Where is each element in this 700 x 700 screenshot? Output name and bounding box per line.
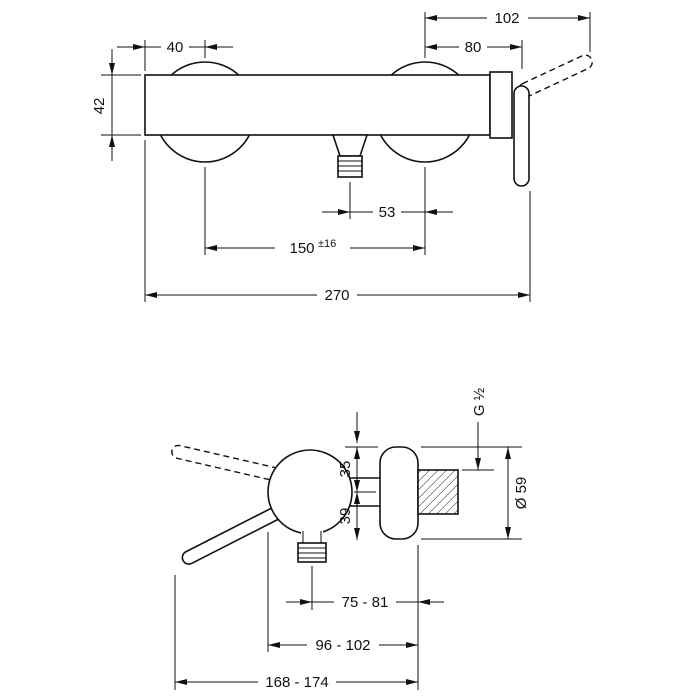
dim-40: 40	[117, 38, 233, 56]
front-view: 102 40 80 42 53	[91, 9, 593, 304]
wall-escutcheon-side	[379, 446, 419, 540]
outlet-spout	[331, 134, 369, 157]
dim-96-102-label: 96 - 102	[315, 637, 370, 654]
label-mask	[307, 636, 379, 654]
dim-thread-label: G ½	[471, 387, 488, 416]
cartridge-end	[489, 71, 513, 139]
hose-outlet-thread-lines	[298, 547, 326, 559]
handle-down	[513, 85, 530, 187]
dim-270: 270	[145, 286, 530, 304]
dim-150-label: 150	[289, 240, 314, 257]
dim-53: 53	[322, 203, 453, 221]
outlet-neck-mask	[301, 530, 323, 543]
dim-40-label: 40	[167, 39, 184, 56]
dim-75-81-label: 75 - 81	[342, 594, 389, 611]
wall-thread	[417, 469, 459, 515]
dim-96-102: 96 - 102	[268, 636, 418, 654]
dim-102: 102	[425, 9, 590, 27]
label-mask	[459, 38, 487, 56]
dim-39-label: 39	[337, 508, 354, 525]
dim-168-174-label: 168 - 174	[265, 674, 328, 691]
side-view: G ½ Ø 59 35 39 75 - 81	[171, 387, 530, 691]
dim-35: 35	[337, 412, 360, 492]
dim-168-174: 168 - 174	[175, 673, 418, 691]
lever-up-dashed	[171, 444, 288, 483]
hose-outlet-neck	[302, 531, 322, 543]
label-mask	[487, 9, 528, 27]
label-mask	[258, 673, 336, 691]
label-mask	[161, 38, 189, 56]
label-mask	[373, 203, 401, 221]
dim-diameter: Ø 59	[505, 447, 530, 539]
label-mask	[334, 593, 396, 611]
dim-150-tolerance: ±16	[318, 238, 336, 250]
dim-102-label: 102	[494, 10, 519, 27]
dim-42: 42	[91, 49, 115, 161]
dim-39: 39	[337, 492, 360, 540]
label-mask	[275, 239, 350, 257]
dim-80-label: 80	[465, 39, 482, 56]
dim-thread: G ½	[471, 387, 488, 470]
dim-150: 150 ±16	[205, 238, 425, 257]
mixer-body	[144, 74, 491, 136]
dim-35-label: 35	[337, 461, 354, 478]
label-mask	[317, 286, 357, 304]
outlet-thread-lines	[338, 160, 362, 172]
dim-80: 80	[425, 38, 522, 56]
dim-75-81: 75 - 81	[286, 593, 444, 611]
dim-270-label: 270	[324, 287, 349, 304]
dim-42-label: 42	[91, 98, 108, 115]
dim-53-label: 53	[379, 204, 396, 221]
dim-diameter-label: Ø 59	[513, 477, 530, 510]
